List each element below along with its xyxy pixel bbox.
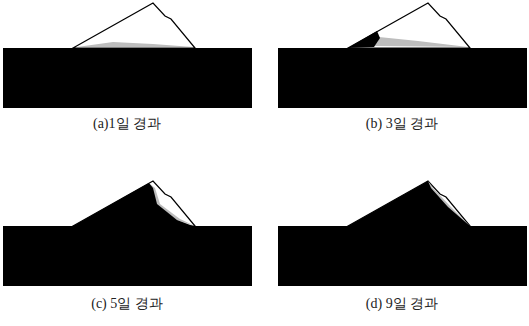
panel-c bbox=[3, 181, 252, 286]
saturated-zone bbox=[348, 31, 380, 48]
ground bbox=[278, 48, 527, 108]
wet-zone bbox=[77, 42, 193, 47]
ground bbox=[3, 226, 252, 286]
panel-caption: (d) 9일 경과 bbox=[366, 296, 438, 313]
panel-b bbox=[278, 3, 527, 108]
panel-a bbox=[3, 3, 252, 108]
ground bbox=[278, 226, 527, 286]
ground bbox=[3, 48, 252, 108]
panel-caption: (c) 5일 경과 bbox=[91, 296, 163, 313]
saturated-zone bbox=[73, 183, 193, 226]
panel-caption: (a)1일 경과 bbox=[93, 116, 161, 133]
panel-d bbox=[278, 181, 527, 286]
panel-caption: (b) 3일 경과 bbox=[366, 116, 438, 133]
saturated-zone bbox=[348, 181, 470, 226]
wet-zone bbox=[374, 37, 468, 47]
